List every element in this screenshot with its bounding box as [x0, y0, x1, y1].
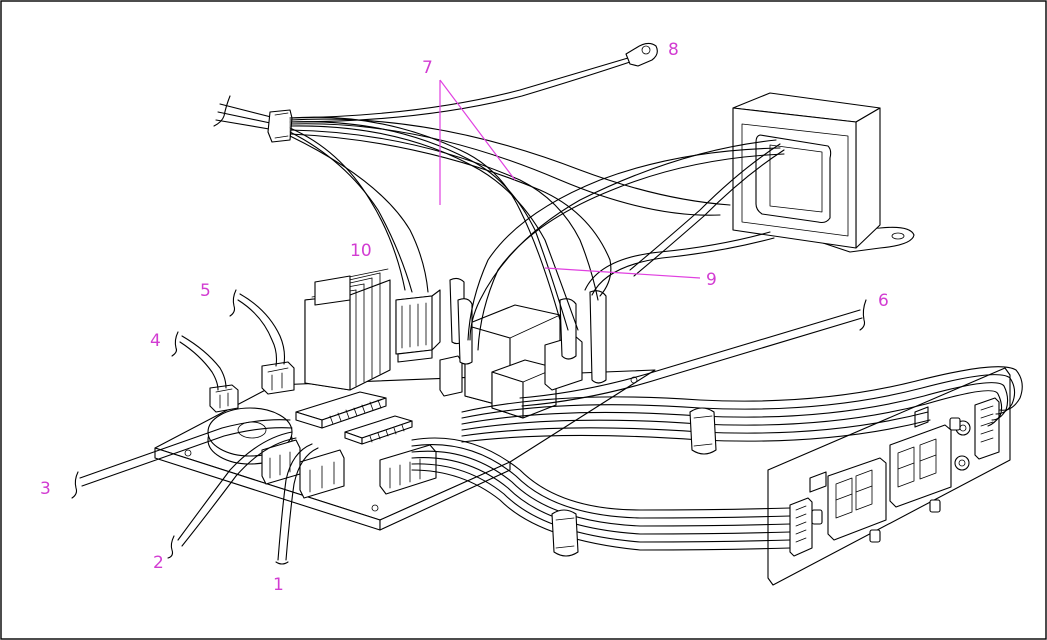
ribbon-cable-lower	[411, 437, 791, 557]
label-2: 2	[153, 553, 164, 573]
ic-chip-small	[344, 415, 413, 445]
spade-terminals-right	[544, 290, 607, 391]
label-5: 5	[200, 281, 211, 301]
wire-3	[71, 419, 293, 499]
wire-4	[171, 331, 227, 391]
ribbon-cable-upper	[461, 366, 1023, 455]
wire-6	[519, 299, 867, 407]
label-4: 4	[150, 331, 161, 351]
transformer	[732, 92, 915, 253]
callout-line-9	[544, 267, 701, 279]
label-10: 10	[350, 241, 372, 261]
label-7: 7	[422, 58, 433, 78]
wire-5	[229, 289, 286, 367]
connector-4	[209, 384, 239, 413]
spade-terminals-left	[439, 277, 473, 397]
ground-wire	[289, 42, 658, 123]
wire-bundle-top	[213, 95, 731, 331]
label-8: 8	[668, 40, 679, 60]
heatsink	[304, 268, 391, 391]
callout-labels: 1 2 3 4 5 6 7 8 9 10	[40, 40, 889, 595]
connector-front-b	[299, 449, 345, 499]
callout-line-7b	[439, 79, 516, 181]
callout-lines	[439, 79, 701, 279]
label-6: 6	[878, 291, 889, 311]
transformer-wires	[467, 139, 785, 351]
connector-10	[395, 289, 441, 363]
label-1: 1	[273, 575, 284, 595]
label-9: 9	[706, 270, 717, 290]
label-3: 3	[40, 479, 51, 499]
connector-5	[261, 361, 295, 395]
ic-chip-large	[295, 391, 387, 429]
wire-1	[275, 443, 319, 565]
wire-2	[167, 431, 297, 559]
display-board	[767, 367, 1011, 586]
